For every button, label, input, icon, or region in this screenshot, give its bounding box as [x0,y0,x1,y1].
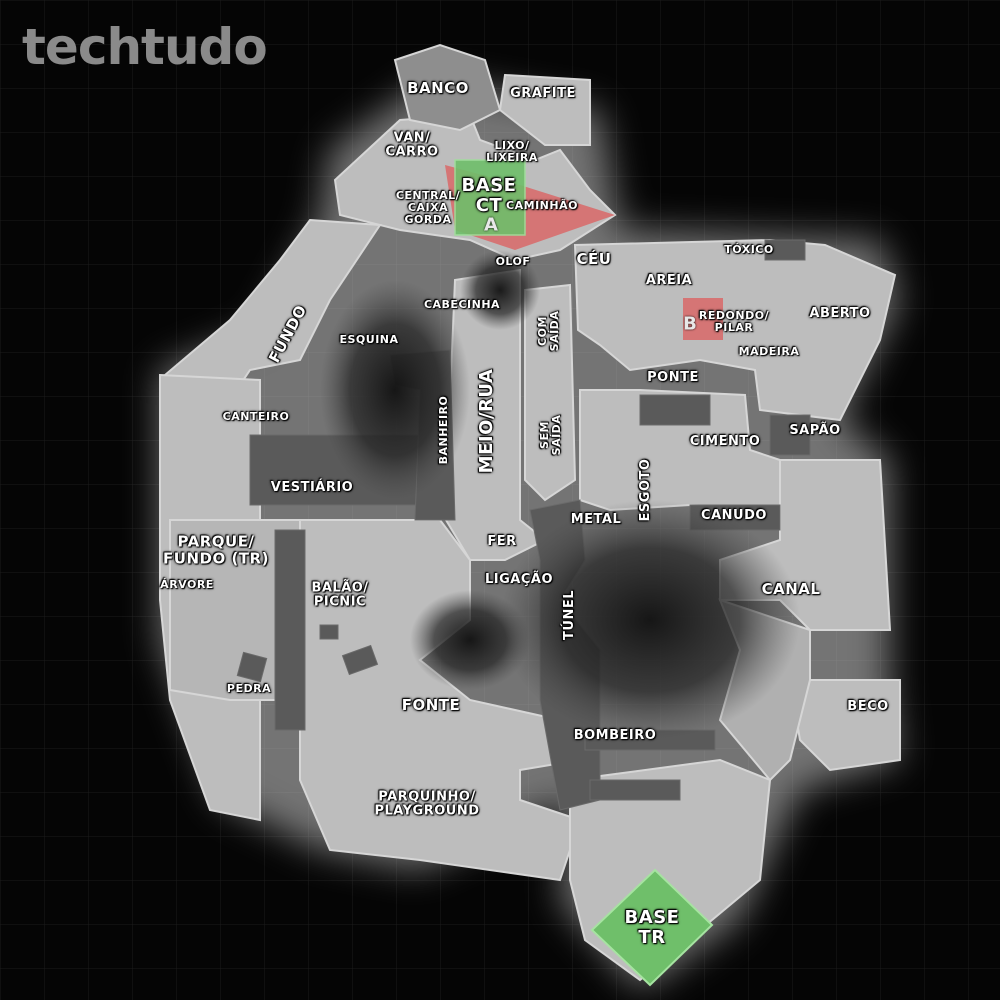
label-central-caixa-gorda: CENTRAL/ CAIXA GORDA [395,188,461,227]
label-base-tr: BASE TR [624,907,680,948]
label-madeira: MADEIRA [738,344,800,358]
label-cabecinha: CABECINHA [423,297,501,311]
label-metal: METAL [570,511,622,527]
label-vestiario: VESTIÁRIO [270,479,354,495]
label-tunel: TÚNEL [561,590,577,640]
label-fer: FER [487,533,517,549]
techtudo-logo: techtudo [22,18,268,76]
shadow-voids [320,250,800,740]
site-a-letter: A [484,214,498,236]
label-base-ct: BASE CT [461,175,517,216]
label-toxico: TÓXICO [724,242,774,256]
label-lixo-lixeira: LIXO/ LIXEIRA [486,138,538,164]
label-meio-rua: MEIO/RUA [476,368,498,474]
label-ceu: CÉU [576,249,612,268]
label-caminhao: CAMINHÃO [506,198,578,212]
label-sem-saida: SEM SAÍDA [537,414,563,456]
label-canudo: CANUDO [701,507,767,523]
label-banco: BANCO [407,78,469,97]
tr-base [590,868,714,987]
label-cimento: CIMENTO [689,433,761,449]
site-b-letter: B [683,313,697,335]
label-canal: CANAL [761,579,821,598]
label-ponte: PONTE [647,369,699,385]
label-redondo-pilar: REDONDO/ PILAR [698,308,770,334]
bombsite-b [683,298,723,340]
label-fonte: FONTE [401,695,461,714]
label-com-saida: COM SAÍDA [535,310,561,352]
bombsite-a [445,159,615,250]
label-banheiro: BANHEIRO [436,395,450,465]
label-van-carro: VAN/ CARRO [385,130,439,160]
label-parquinho-playground: PARQUINHO/ PLAYGROUND [374,789,480,819]
label-areia: AREIA [645,272,693,288]
label-bombeiro: BOMBEIRO [573,727,657,743]
label-ligacao: LIGAÇÃO [484,571,554,587]
label-olof: OLOF [495,254,531,268]
label-sapao: SAPÃO [789,422,841,438]
label-aberto: ABERTO [809,305,871,321]
label-balao-picnic: BALÃO/ PICNIC [311,580,369,610]
label-beco: BECO [847,698,889,714]
label-grafite: GRAFITE [510,85,576,101]
label-esgoto: ESGOTO [637,458,653,522]
label-pedra: PEDRA [226,681,272,695]
label-esquina: ESQUINA [339,332,399,346]
label-parque-fundo-tr: PARQUE/ FUNDO (TR) [163,532,269,567]
label-canteiro: CANTEIRO [222,409,290,423]
label-arvore: ÁRVORE [160,577,214,591]
